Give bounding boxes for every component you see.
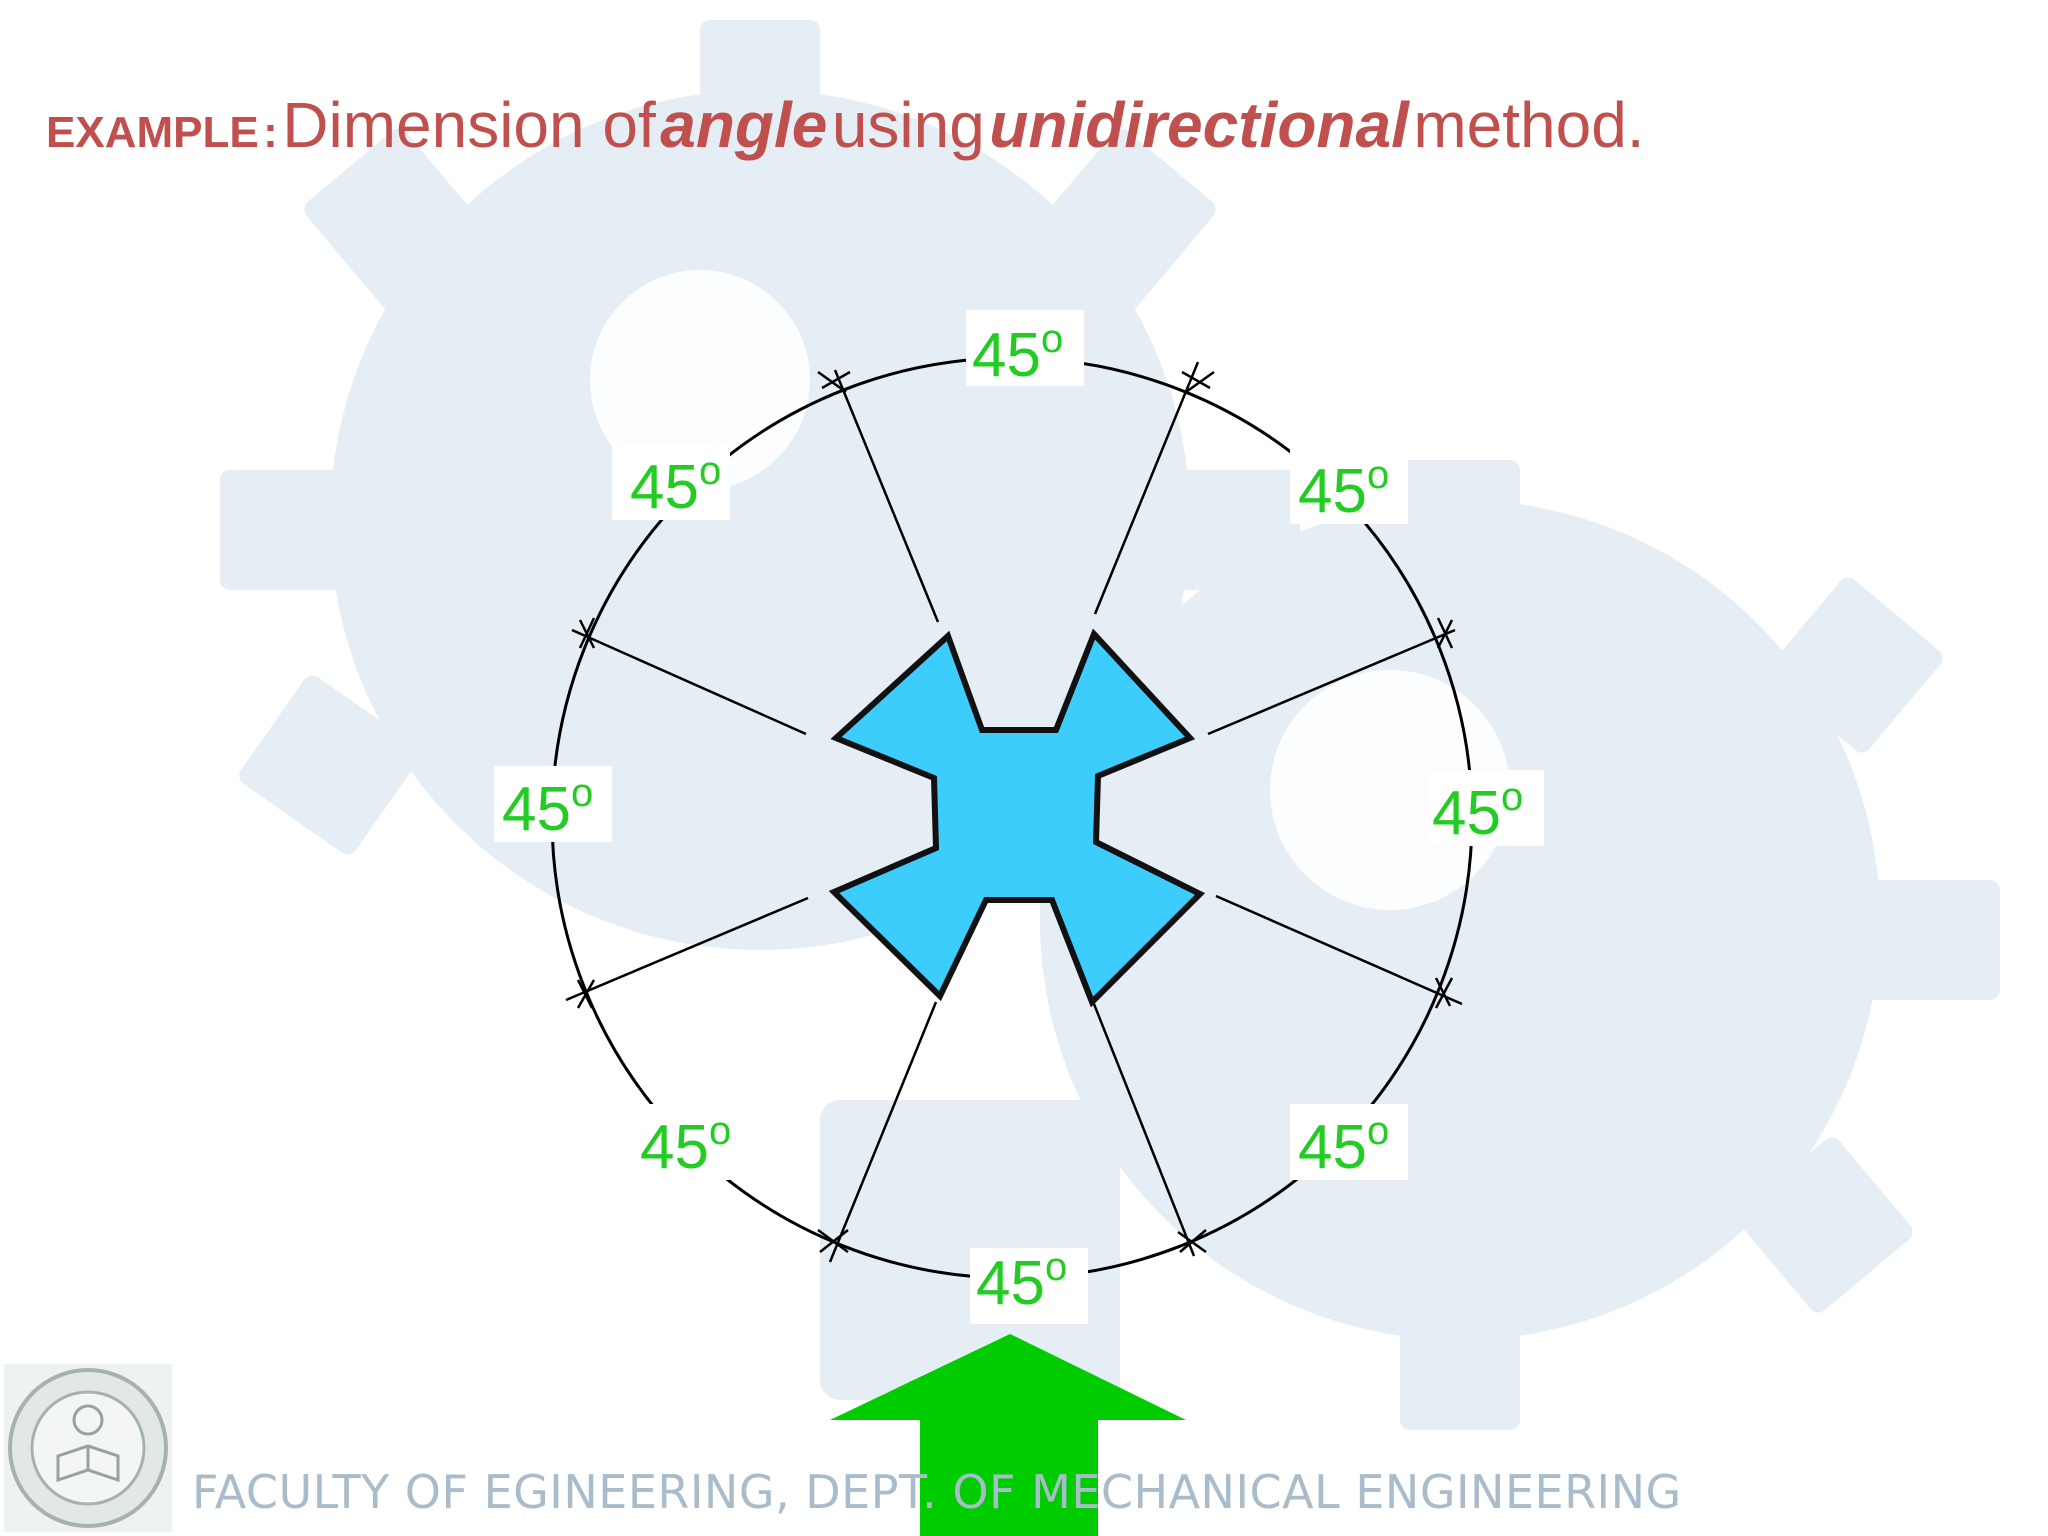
- slide-title: EXAMPLE : Dimension of angle using unidi…: [46, 88, 1645, 162]
- title-colon: :: [263, 108, 278, 157]
- dim-label-upper-right: 45o: [1298, 453, 1389, 526]
- title-part-1: Dimension of: [282, 89, 656, 161]
- extension-lines: [565, 361, 1463, 1263]
- dim-label-left: 45o: [502, 771, 593, 844]
- dim-label-right: 45o: [1432, 775, 1523, 848]
- dimension-ticks: [576, 370, 1454, 1254]
- dim-label-lower-left: 45o: [640, 1109, 731, 1182]
- title-emphasis-unidirectional: unidirectional: [989, 89, 1409, 161]
- dimension-labels: 45o 45o 45o 45o 45o 45o 45o 45o: [502, 317, 1523, 1318]
- university-seal-icon: [4, 1364, 172, 1532]
- dimension-label-backgrounds: [494, 310, 1544, 1324]
- dim-label-upper-left: 45o: [630, 449, 721, 522]
- title-part-2: using: [831, 89, 985, 161]
- up-arrow-icon: [830, 1334, 1186, 1536]
- dim-label-lower-right: 45o: [1298, 1109, 1389, 1182]
- dim-label-top: 45o: [972, 317, 1063, 390]
- title-emphasis-angle: angle: [660, 89, 828, 161]
- cross-shaped-object: [828, 628, 1206, 1008]
- example-label: EXAMPLE: [46, 108, 259, 157]
- footer-faculty-text: FACULTY OF EGINEERING, DEPT. OF MECHANIC…: [192, 1465, 1682, 1519]
- dim-label-bottom: 45o: [976, 1245, 1067, 1318]
- title-part-3: method.: [1413, 89, 1645, 161]
